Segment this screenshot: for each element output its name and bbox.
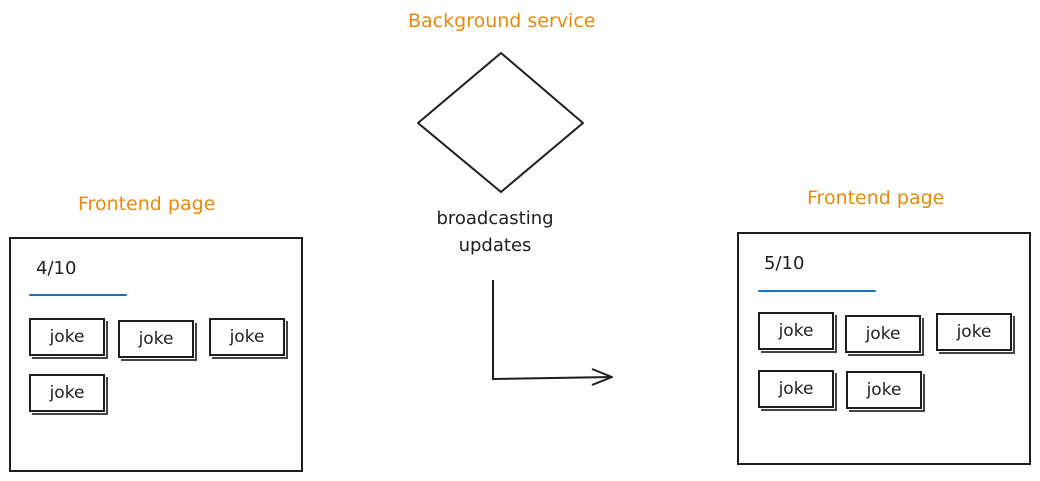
broadcast-arrow-head	[591, 368, 613, 386]
right-frontend-page	[737, 232, 1031, 465]
right-joke-card: joke	[936, 313, 1012, 351]
right-joke-card: joke	[758, 370, 834, 408]
background-service-title: Background service	[408, 10, 596, 32]
left-joke-card: joke	[209, 318, 285, 356]
left-frontend-title: Frontend page	[78, 193, 216, 215]
right-joke-card: joke	[845, 315, 921, 353]
left-counter: 4/10	[36, 258, 77, 279]
right-frontend-title: Frontend page	[807, 187, 945, 209]
broadcast-arrow	[492, 280, 613, 381]
broadcast-note: broadcasting updates	[420, 205, 570, 259]
left-frontend-page	[9, 237, 303, 472]
background-service-diamond	[417, 52, 584, 193]
broadcast-note-line-1: broadcasting	[436, 208, 554, 229]
left-joke-card: joke	[118, 320, 194, 358]
left-counter-underline	[29, 294, 127, 296]
right-joke-card: joke	[758, 312, 834, 350]
left-joke-card: joke	[29, 318, 105, 356]
right-joke-card: joke	[846, 371, 922, 409]
left-joke-card: joke	[29, 374, 105, 412]
broadcast-note-line-2: updates	[458, 235, 532, 256]
right-counter: 5/10	[764, 253, 805, 274]
right-counter-underline	[758, 290, 876, 292]
